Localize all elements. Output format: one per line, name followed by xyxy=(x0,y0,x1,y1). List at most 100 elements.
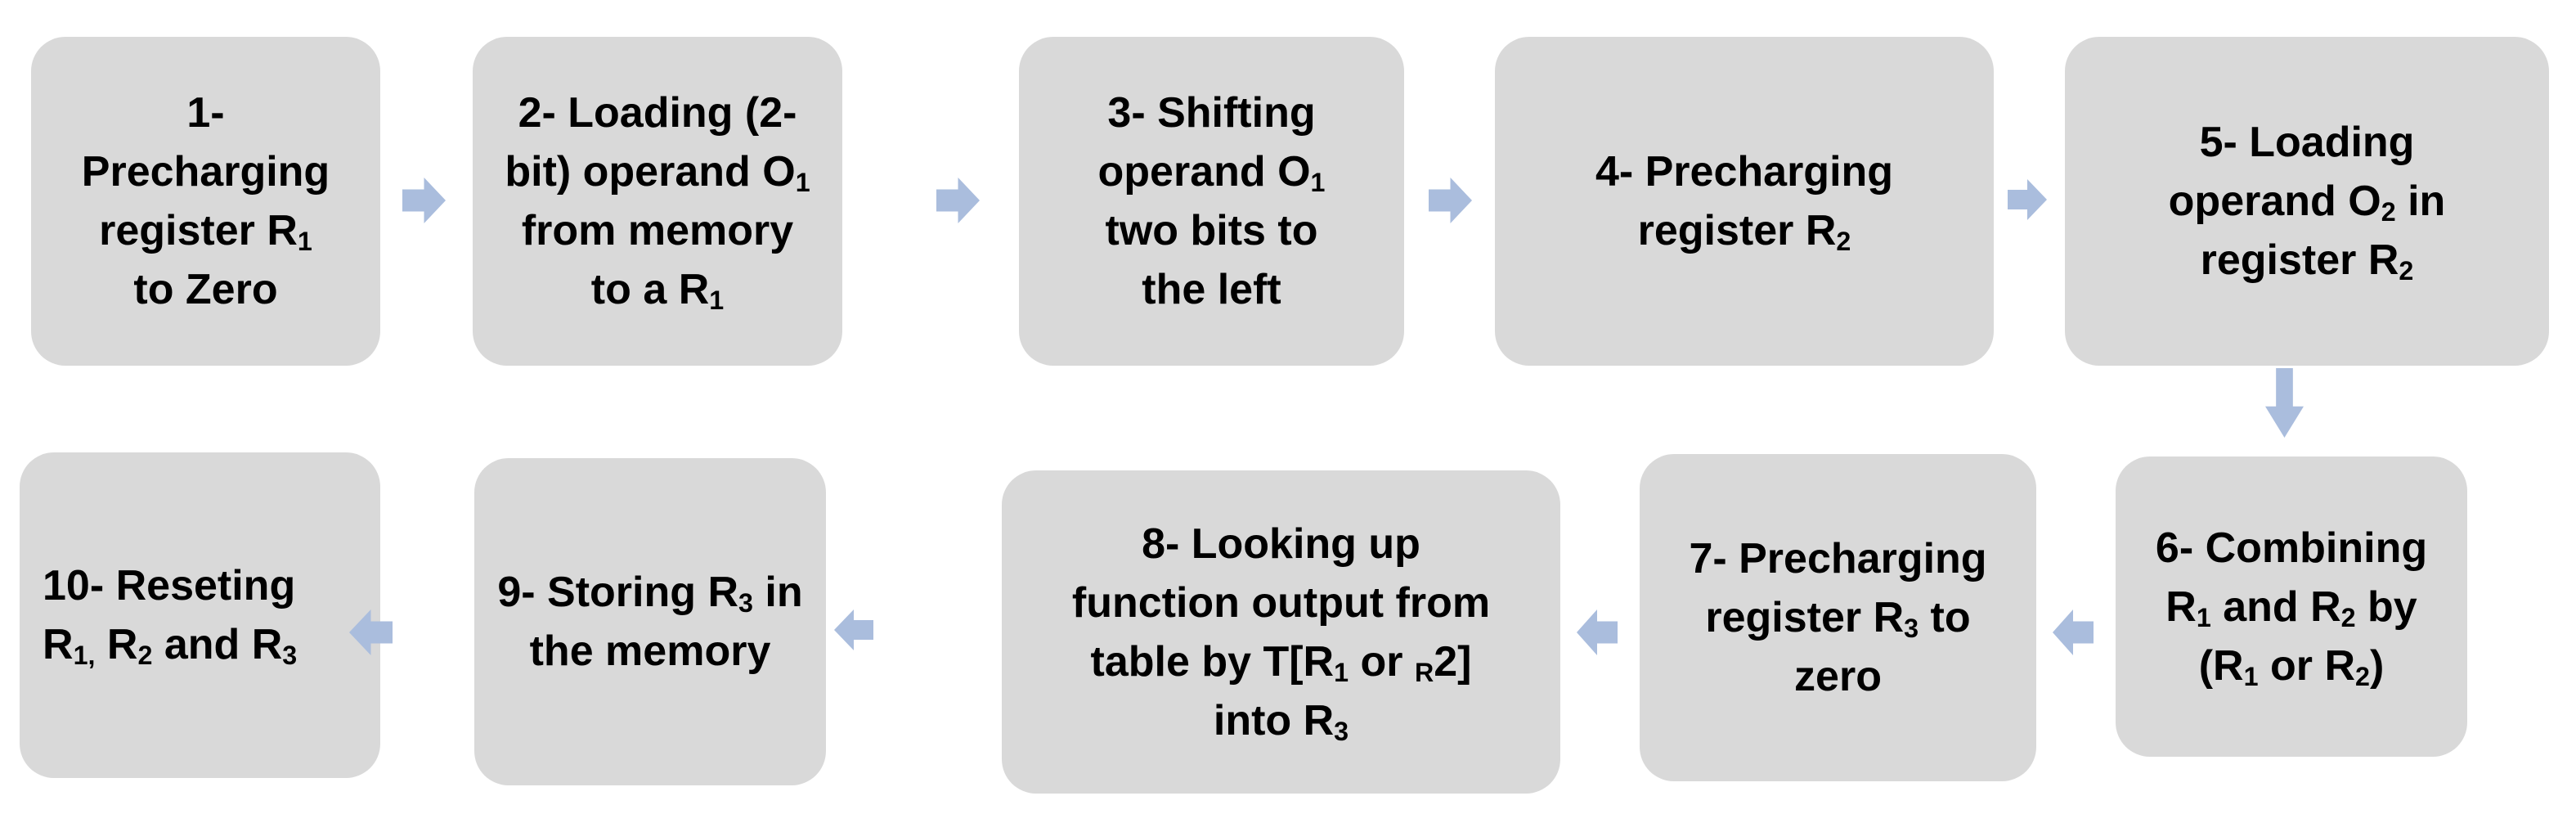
subscript-text: 1, xyxy=(73,641,96,671)
text-segment: into R xyxy=(1213,696,1335,744)
text-segment: zero xyxy=(1794,653,1882,700)
text-segment: to xyxy=(1919,594,1971,641)
step-text-line: register R2 xyxy=(2201,231,2414,290)
step-text-line: 1- xyxy=(186,83,224,142)
text-segment: R xyxy=(95,621,138,668)
subscript-text: 1 xyxy=(297,227,312,257)
subscript-text: 1 xyxy=(1334,657,1349,687)
subscript-text: 2 xyxy=(2355,661,2370,691)
subscript-text: 1 xyxy=(1310,168,1326,198)
text-segment: function output from xyxy=(1071,578,1491,627)
step-box-4: 4- Precharging register R2 xyxy=(1495,37,1994,366)
step-text-line: register R2 xyxy=(1638,201,1851,260)
step-text-line: register R3 to xyxy=(1705,588,1970,647)
step-text-line: 10- Reseting xyxy=(43,556,295,615)
left-block-arrow-icon-7-8 xyxy=(1577,609,1618,655)
subscript-text: 2 xyxy=(137,641,153,671)
subscript-text: 1 xyxy=(2243,661,2259,691)
subscript-text: 2 xyxy=(2340,602,2356,632)
step-text-line: table by T[R1 or R2] xyxy=(1091,632,1472,691)
step-text-line: operand O2 in xyxy=(2169,172,2446,231)
step-text-line: 8- Looking up xyxy=(1142,515,1420,573)
text-segment: register R xyxy=(1705,594,1905,641)
subscript-text: 1 xyxy=(2196,602,2211,632)
text-segment: the memory xyxy=(529,627,771,675)
text-segment: register R xyxy=(2200,236,2399,284)
text-segment: ) xyxy=(2369,641,2385,690)
right-block-arrow-icon-3-4 xyxy=(1429,178,1472,223)
step-text-line: bit) operand O1 xyxy=(505,142,810,201)
text-segment: 2- Loading (2- xyxy=(518,89,797,137)
step-text-line: 2- Loading (2- xyxy=(518,83,797,142)
right-block-arrow-icon-2-3 xyxy=(936,178,980,223)
text-segment: 1- xyxy=(186,89,225,137)
right-block-arrow-icon-4-5 xyxy=(2008,179,2047,220)
text-segment: R xyxy=(2165,582,2197,631)
right-block-arrow-icon-1-2 xyxy=(402,178,446,223)
text-segment: R xyxy=(43,621,74,668)
text-segment: or R xyxy=(2258,641,2355,690)
text-segment: 5- Loading xyxy=(2199,119,2415,166)
text-segment: operand O xyxy=(2168,178,2381,225)
text-segment: 2] xyxy=(1434,637,1472,686)
text-segment: or xyxy=(1349,637,1415,686)
step-text-line: (R1 or R2) xyxy=(2199,636,2385,695)
step-box-9: 9- Storing R3 in the memory xyxy=(474,458,826,785)
step-text-line: 7- Precharging xyxy=(1689,529,1986,588)
step-text-line: 6- Combining xyxy=(2156,519,2427,578)
subscript-text: 2 xyxy=(2381,197,2396,227)
text-segment: and R xyxy=(152,621,283,668)
step-text-line: R1, R2 and R3 xyxy=(43,615,297,674)
text-segment: two bits to xyxy=(1105,207,1318,254)
step-box-7: 7- Precharging register R3 to zero xyxy=(1640,454,2036,781)
text-segment: (R xyxy=(2198,641,2244,690)
subscript-text: 2 xyxy=(2399,256,2414,286)
step-text-line: into R3 xyxy=(1214,691,1349,750)
step-text-line: 3- Shifting xyxy=(1107,83,1315,142)
subscript-text: 3 xyxy=(738,588,753,618)
text-segment: 3- Shifting xyxy=(1107,89,1316,137)
text-segment: 4- Precharging xyxy=(1595,148,1894,196)
left-block-arrow-icon-9-10 xyxy=(349,609,393,655)
subscript-text: 3 xyxy=(282,641,298,671)
text-segment: and R xyxy=(2210,582,2341,631)
step-text-line: Precharging xyxy=(82,142,330,201)
subscript-text: 2 xyxy=(1836,227,1851,257)
text-segment: to a R xyxy=(590,266,710,313)
text-segment: 6- Combining xyxy=(2155,524,2428,572)
text-segment: table by T[R xyxy=(1090,637,1335,686)
step-box-1: 1- Precharging register R1 to Zero xyxy=(31,37,380,366)
step-text-line: register R1 xyxy=(99,201,312,260)
step-text-line: to Zero xyxy=(133,260,277,319)
subscript-text: 1 xyxy=(709,286,725,316)
step-text-line: to a R1 xyxy=(591,260,724,319)
subscript-text: 3 xyxy=(1334,716,1349,746)
text-segment: from memory xyxy=(521,207,794,254)
text-segment: Precharging xyxy=(81,148,330,196)
text-segment: register R xyxy=(99,207,298,254)
step-text-line: function output from xyxy=(1072,573,1490,632)
text-segment: to Zero xyxy=(133,266,278,313)
text-segment: 9- Storing R xyxy=(497,569,739,616)
step-text-line: from memory xyxy=(522,201,793,260)
step-text-line: 5- Loading xyxy=(2200,113,2415,172)
text-segment: 8- Looking up xyxy=(1142,519,1420,568)
text-segment: operand O xyxy=(1097,148,1311,196)
step-text-line: two bits to xyxy=(1106,201,1318,260)
step-text-line: the memory xyxy=(530,622,771,681)
down-block-arrow-icon-5-6 xyxy=(2265,368,2304,438)
subscript-text: 1 xyxy=(795,168,810,198)
text-segment: by xyxy=(2355,582,2417,631)
text-segment: in xyxy=(752,569,803,616)
text-segment: 7- Precharging xyxy=(1689,535,1987,582)
step-text-line: operand O1 xyxy=(1098,142,1326,201)
step-text-line: 4- Precharging xyxy=(1595,142,1893,201)
left-block-arrow-icon-8-9 xyxy=(834,609,873,650)
text-segment: bit) operand O xyxy=(505,148,796,196)
step-text-line: 9- Storing R3 in xyxy=(497,563,802,622)
